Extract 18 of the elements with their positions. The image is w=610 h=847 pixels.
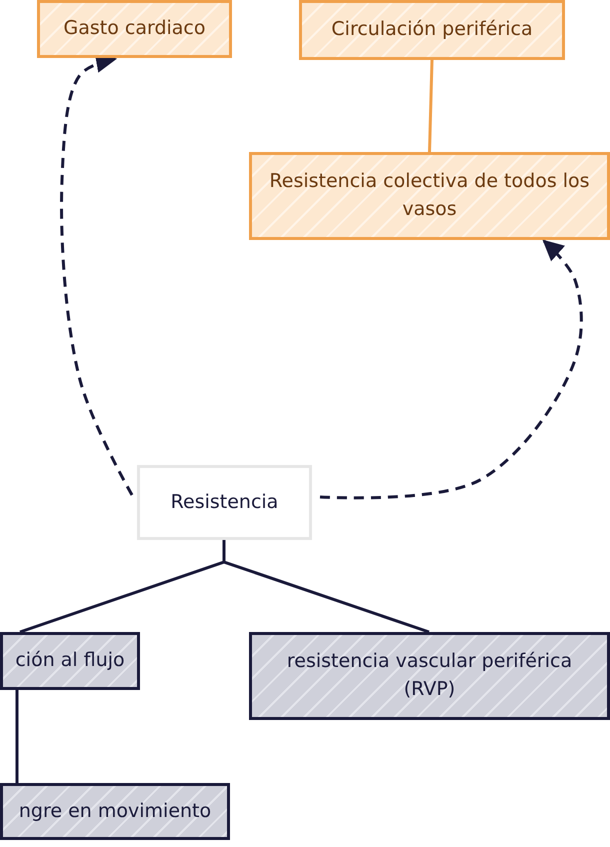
concept-box (249, 632, 610, 720)
concept-box (137, 465, 312, 540)
node-text: Circulación periférica (331, 17, 533, 42)
connector-line (222, 540, 430, 634)
connector-line (16, 690, 18, 783)
node-text: ngre en movimiento (18, 798, 212, 824)
concept-box (37, 0, 232, 58)
concept-box (0, 632, 140, 690)
concept-box (249, 152, 610, 240)
concept-box (0, 783, 230, 840)
dashed-arrow (320, 240, 583, 500)
node-text: Gasto cardiaco (64, 16, 206, 42)
node-text: Resistencia (170, 490, 278, 515)
concept-box (299, 0, 565, 60)
node-text: resistencia vascular periférica (RVP) (286, 649, 574, 702)
connector-line (428, 60, 434, 152)
node-text: Resistencia colectiva de todos los vasos (268, 169, 591, 222)
node-text: ción al flujo (15, 648, 125, 674)
